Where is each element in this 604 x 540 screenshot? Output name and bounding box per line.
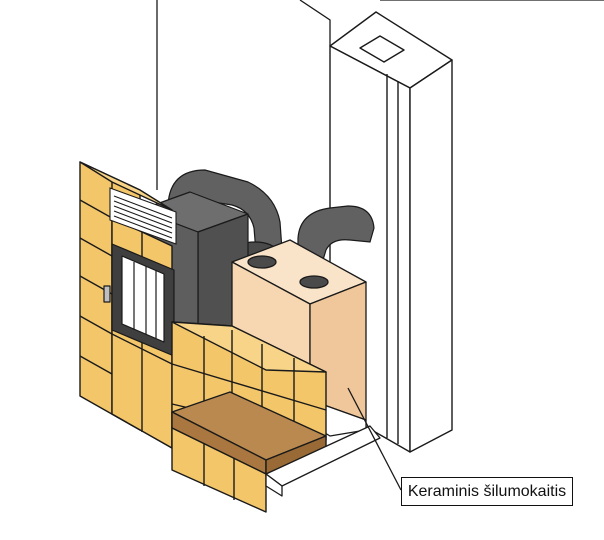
bench-seat (171, 391, 327, 513)
heat-exchanger-label: Keraminis šilumokaitis (401, 477, 573, 506)
room-walls (156, 0, 604, 190)
firebox-door-icon (103, 243, 175, 357)
chimney (329, 11, 453, 453)
base-plinth (265, 425, 381, 497)
ventilation-grille-icon (109, 187, 177, 245)
callout-leader (347, 387, 402, 491)
